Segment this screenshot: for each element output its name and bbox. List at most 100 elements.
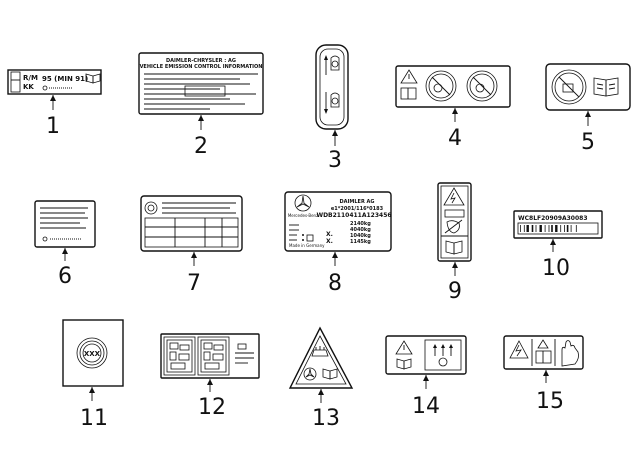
callout-number-7: 7 bbox=[187, 271, 201, 296]
callout-13: 13 bbox=[312, 389, 340, 431]
barcode-bar bbox=[526, 225, 529, 232]
callout-4: 4 bbox=[448, 108, 462, 151]
label-9-battery-warning bbox=[437, 182, 472, 262]
label-1-fuel-octane: R/M KK 95 (MIN 91) bbox=[7, 69, 102, 95]
callout-number-11: 11 bbox=[80, 406, 108, 431]
callout-number-12: 12 bbox=[198, 395, 226, 420]
label-1-rm: R/M bbox=[23, 74, 38, 82]
barcode-bar bbox=[564, 225, 565, 232]
label-7-tire-pressure bbox=[140, 195, 243, 252]
barcode-bar bbox=[555, 225, 558, 232]
callout-number-15: 15 bbox=[536, 389, 564, 414]
three-pointed-star-icon bbox=[294, 194, 312, 212]
callout-15: 15 bbox=[536, 370, 564, 414]
warning-triangle-icon bbox=[400, 69, 418, 84]
label-10-barcode: WC8LF20909A30083 bbox=[513, 210, 603, 239]
prohibited-icon bbox=[425, 70, 457, 102]
callout-9: 9 bbox=[448, 262, 462, 304]
label-10-code: WC8LF20909A30083 bbox=[518, 215, 588, 222]
manual-book-icon bbox=[400, 87, 417, 100]
label-15-electrical-warning bbox=[503, 335, 584, 370]
label-6-info-plate bbox=[34, 200, 96, 248]
manual-book-icon bbox=[322, 368, 338, 380]
callout-10: 10 bbox=[542, 239, 570, 281]
seat-icon bbox=[330, 55, 340, 71]
callout-number-1: 1 bbox=[46, 114, 60, 139]
callout-number-4: 4 bbox=[448, 126, 462, 151]
label-8-axle-1: X. bbox=[326, 231, 333, 238]
barcode-bar bbox=[570, 225, 572, 232]
engine-icon bbox=[311, 346, 329, 357]
callout-11: 11 bbox=[80, 387, 108, 431]
callout-12: 12 bbox=[198, 379, 226, 420]
label-1-kk: KK bbox=[23, 83, 34, 91]
label-8-vin-plate: Mercedes-Benz DAIMLER AG e1*2001/116*018… bbox=[284, 191, 392, 252]
label-11-center: XXX bbox=[84, 350, 101, 358]
barcode-bar bbox=[551, 225, 553, 232]
warning-triangle-icon bbox=[509, 340, 529, 359]
label-11-round-seal: XXX bbox=[62, 319, 124, 387]
callout-number-2: 2 bbox=[194, 134, 208, 159]
barcode-bar bbox=[575, 225, 577, 232]
barcode-bar bbox=[535, 225, 537, 232]
barcode-bar bbox=[523, 225, 525, 232]
callout-number-9: 9 bbox=[448, 279, 462, 304]
callout-1: 1 bbox=[46, 95, 60, 139]
label-8-maker: DAIMLER AG bbox=[339, 199, 374, 205]
manual-book-icon bbox=[535, 350, 552, 364]
callout-number-3: 3 bbox=[328, 148, 342, 173]
barcode-bar bbox=[531, 225, 534, 232]
label-8-weight-2: 4040kg bbox=[350, 227, 371, 233]
callout-number-6: 6 bbox=[58, 264, 72, 289]
callout-number-13: 13 bbox=[312, 406, 340, 431]
barcode-bar bbox=[544, 225, 546, 232]
label-2-heading: VEHICLE EMISSION CONTROL INFORMATION bbox=[140, 64, 263, 70]
callout-2: 2 bbox=[194, 115, 208, 159]
barcode bbox=[517, 222, 599, 235]
manual-book-icon bbox=[445, 240, 463, 255]
label-8-brand: Mercedes-Benz bbox=[288, 213, 318, 218]
label-13-triangle-warning bbox=[288, 326, 354, 389]
label-8-axle-2: X. bbox=[326, 238, 333, 245]
label-8-vin: WDB2110411A123456 bbox=[316, 212, 391, 219]
tire-icon bbox=[144, 201, 158, 215]
seat-icon bbox=[330, 92, 340, 108]
label-3-seat-adjust bbox=[315, 44, 349, 130]
manual-book-icon bbox=[593, 77, 619, 97]
callout-14: 14 bbox=[412, 375, 440, 419]
prohibited-icon bbox=[551, 69, 587, 105]
label-8-approval: e1*2001/116*0183 bbox=[331, 206, 384, 212]
label-1-fuel: 95 (MIN 91) bbox=[42, 75, 88, 83]
label-5-child-seat-warning bbox=[545, 63, 631, 111]
label-8-weight-4: 1145kg bbox=[350, 239, 371, 245]
fan-icon bbox=[433, 344, 453, 367]
callout-number-8: 8 bbox=[328, 271, 342, 296]
callout-3: 3 bbox=[328, 130, 342, 173]
callout-8: 8 bbox=[328, 252, 342, 296]
warning-triangle-icon bbox=[395, 340, 413, 355]
label-8-weight-3: 1040kg bbox=[350, 233, 371, 239]
barcode-bar bbox=[560, 225, 562, 232]
label-12-fuse-chart bbox=[160, 333, 260, 379]
barcode-bar bbox=[548, 225, 550, 232]
label-4-airbag-warning bbox=[395, 65, 511, 108]
barcode-bar bbox=[539, 225, 542, 232]
manual-book-icon bbox=[85, 73, 101, 84]
callout-number-14: 14 bbox=[412, 394, 440, 419]
three-pointed-star-icon bbox=[303, 367, 317, 381]
label-8-origin: Made in Germany bbox=[289, 243, 325, 248]
barcode-bar bbox=[520, 225, 521, 232]
callout-7: 7 bbox=[187, 252, 201, 296]
label-2-maker: DAIMLER-CHRYSLER : AG bbox=[166, 58, 236, 64]
hand-icon bbox=[561, 340, 579, 367]
warning-triangle-icon bbox=[537, 339, 549, 349]
callout-6: 6 bbox=[58, 248, 72, 289]
prohibited-icon bbox=[444, 219, 463, 234]
barcode-bar bbox=[566, 225, 569, 232]
callout-number-5: 5 bbox=[581, 130, 595, 155]
label-2-emission-info: DAIMLER-CHRYSLER : AG VEHICLE EMISSION C… bbox=[138, 52, 264, 115]
prohibited-icon bbox=[466, 70, 498, 102]
label-14-warning-manual bbox=[385, 335, 467, 375]
